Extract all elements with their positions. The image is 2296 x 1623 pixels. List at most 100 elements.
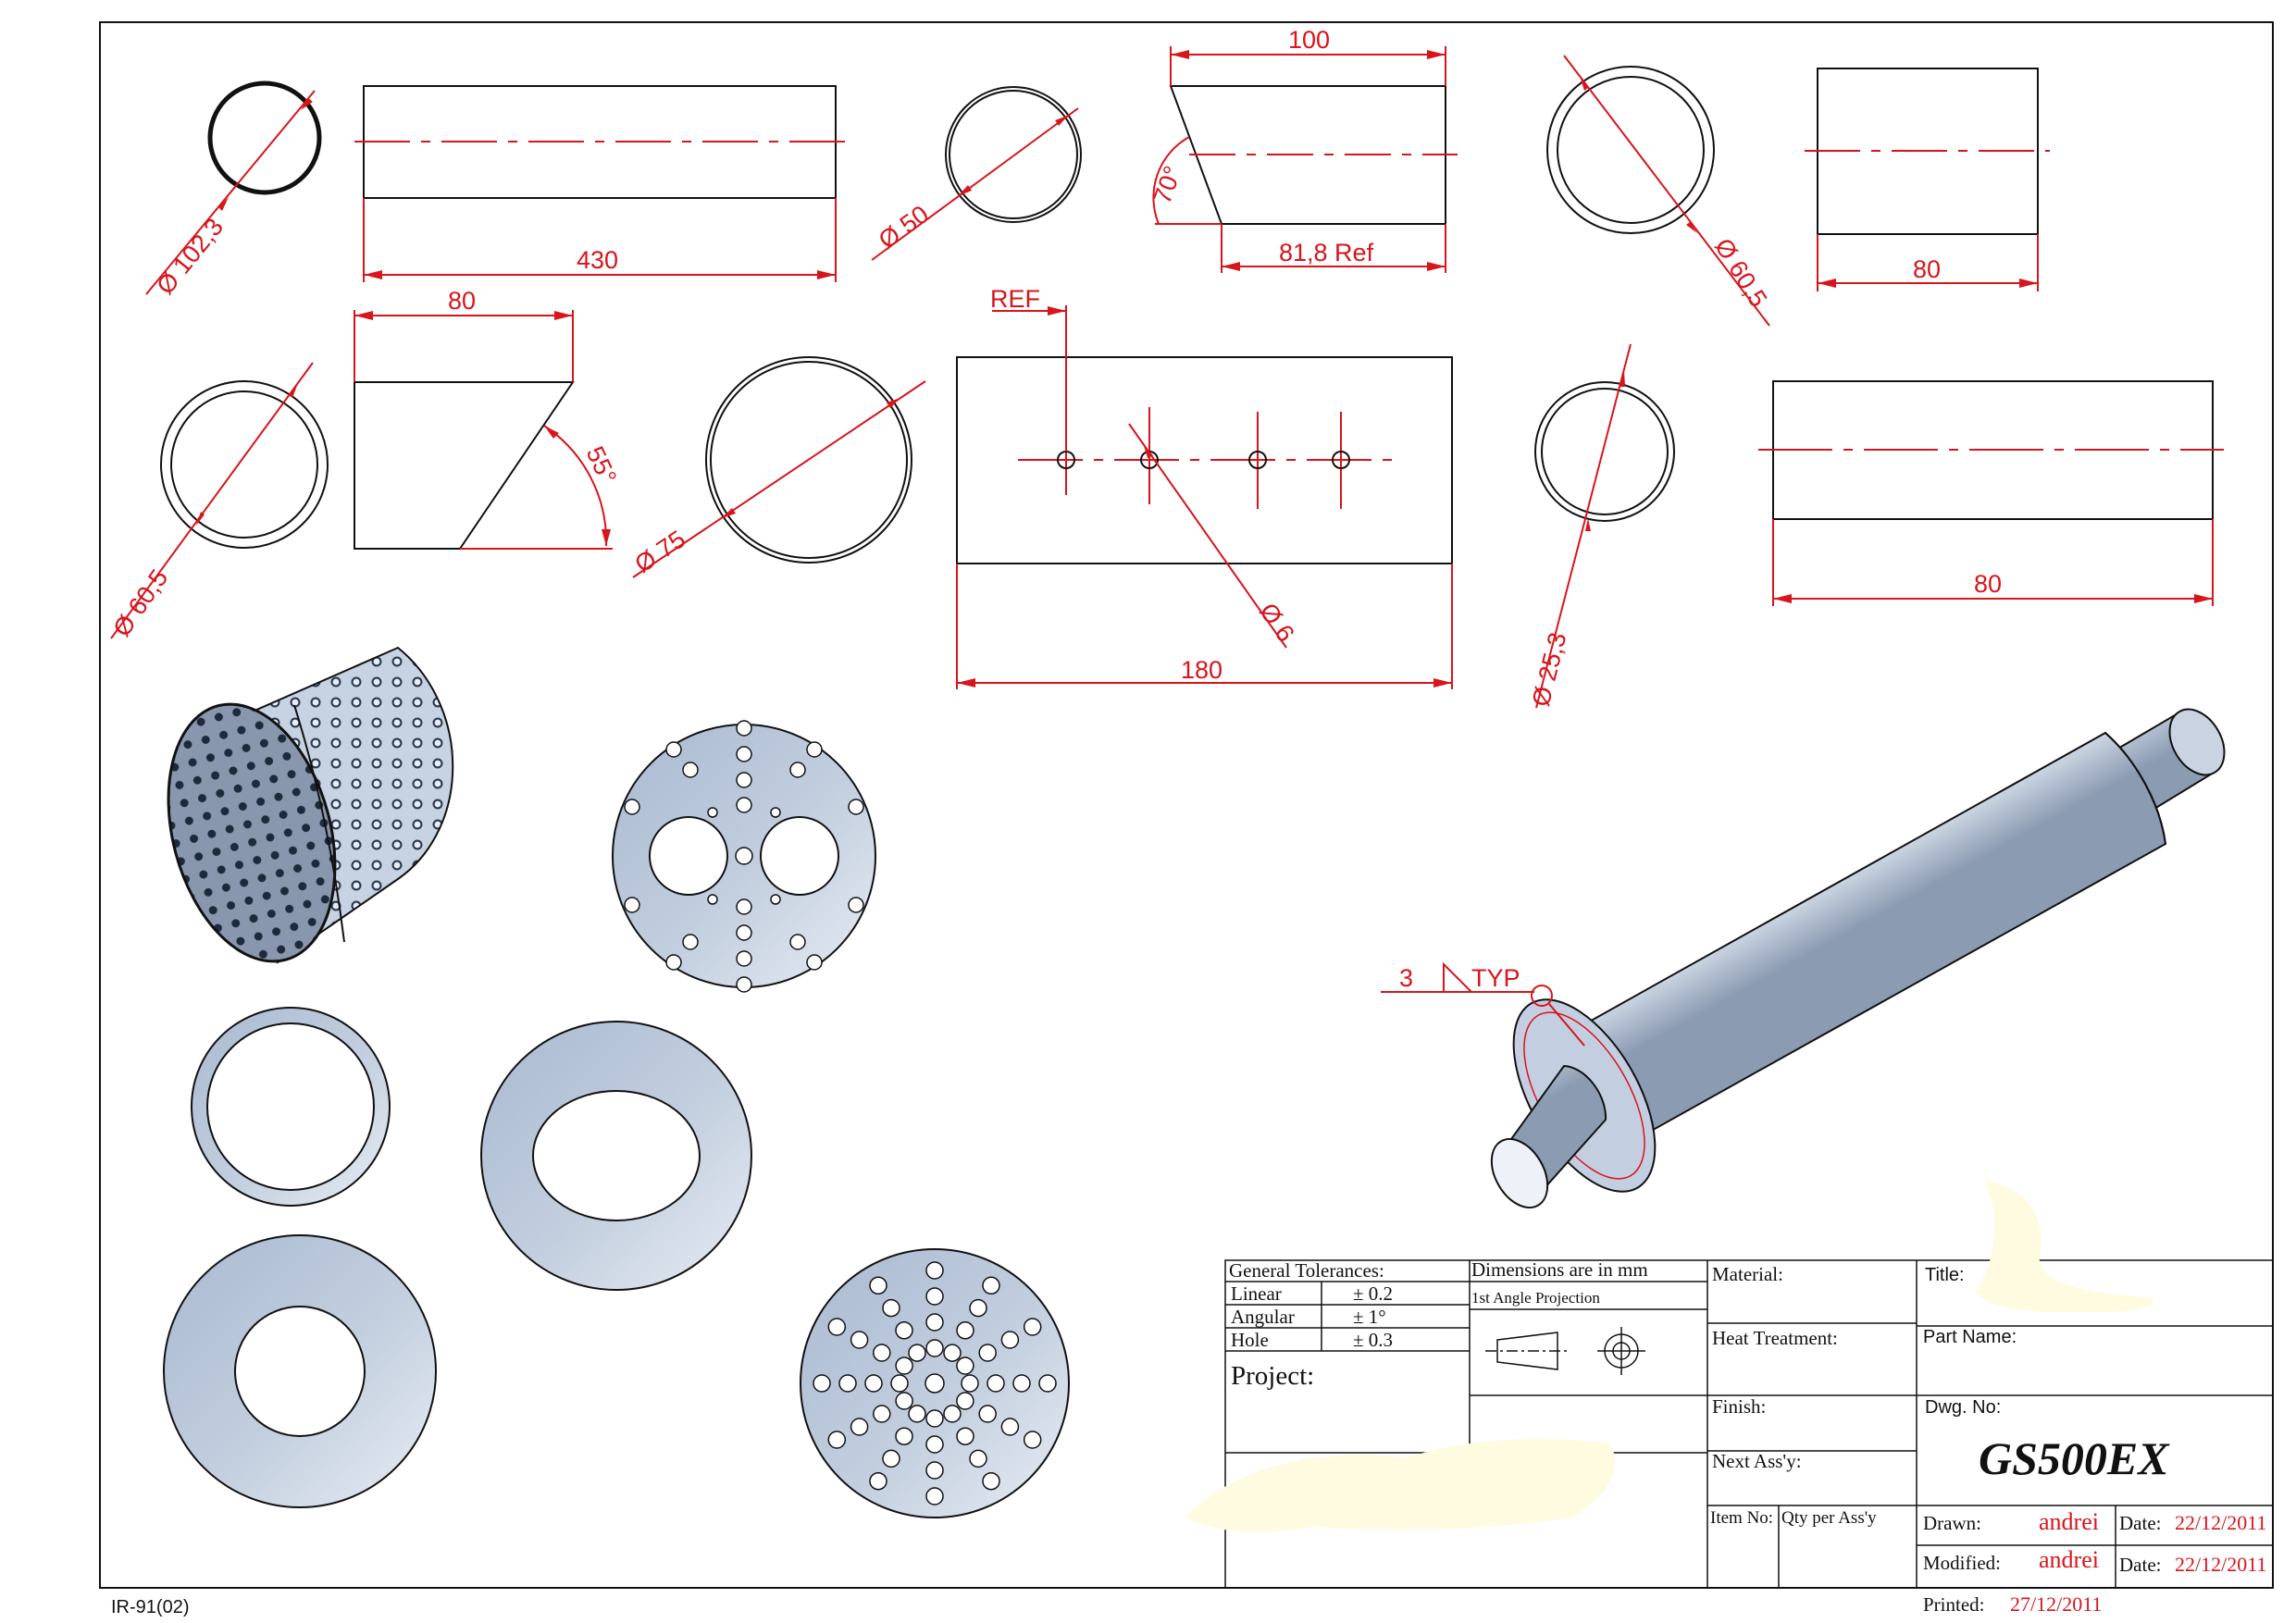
flange-ring-small-3d [191, 1007, 391, 1207]
dim-length-80-mid-left: 80 [448, 287, 476, 315]
general-tolerances-label: General Tolerances: [1229, 1259, 1384, 1282]
plate-hole [982, 1471, 1000, 1491]
washer-oval-hole-3d [480, 1021, 752, 1291]
plate-hole [869, 1276, 887, 1295]
dim-dia-25-3: Ø 25,3 [1527, 630, 1572, 710]
plate-hole [925, 1313, 944, 1332]
dim-dia-102-3: Ø 102,3 [151, 213, 229, 300]
drawn-by: andrei [2039, 1508, 2099, 1535]
dim-dia-75: Ø 75 [630, 525, 690, 578]
material-label: Material: [1712, 1263, 1783, 1285]
redacted-area [1185, 1180, 2153, 1532]
linear-value: ± 0.2 [1353, 1282, 1393, 1305]
plate-hole [925, 1339, 944, 1357]
baffle-plate-radial-holes-3d [800, 1248, 1070, 1518]
hole-value: ± 0.3 [1353, 1329, 1393, 1351]
projection-note: 1st Angle Projection [1471, 1289, 1600, 1307]
view-outlet-side: 80 55° [354, 287, 622, 550]
angular-value: ± 1° [1353, 1306, 1386, 1328]
plate-hole [1023, 1318, 1042, 1336]
plate-hole [838, 1374, 857, 1393]
view-inlet-end: Ø 50 [871, 86, 1082, 261]
linear-label: Linear [1231, 1282, 1282, 1305]
plate-hole [873, 1344, 891, 1362]
next-assy-label: Next Ass'y: [1712, 1450, 1802, 1472]
dim-angle-70: 70° [1148, 162, 1186, 207]
plate-hole [969, 1298, 987, 1318]
plate-hole [982, 1276, 1000, 1295]
printed-date: 27/12/2011 [2010, 1592, 2102, 1616]
dim-length-80-top-right: 80 [1913, 255, 1941, 283]
view-outlet-end: Ø 60,5 [107, 362, 329, 642]
plate-hole [987, 1374, 1005, 1393]
view-shell-mid-end: Ø 75 [630, 356, 926, 578]
dim-length-81-8-ref: 81,8 Ref [1279, 239, 1374, 266]
modified-date: 22/12/2011 [2175, 1553, 2266, 1576]
title-block [1224, 1259, 2274, 1589]
drawn-label: Drawn: [1923, 1512, 1981, 1534]
view-inner-tube-end: Ø 25,3 [1527, 343, 1675, 710]
view-perforated-sheet: REF Ø 6 180 [956, 285, 1453, 689]
washer-flat-3d [163, 1234, 437, 1508]
drawn-date-label: Date: [2119, 1512, 2161, 1534]
plate-hole [850, 1418, 869, 1436]
view-baffle-side-top: 80 [1805, 68, 2050, 291]
dim-length-430: 430 [577, 246, 618, 274]
modified-label: Modified: [1923, 1552, 2001, 1574]
plate-hole [978, 1405, 997, 1423]
plate-hole [895, 1321, 913, 1340]
plate-hole [1038, 1374, 1057, 1393]
plate-hole [956, 1321, 974, 1340]
dim-ref: REF [990, 285, 1040, 313]
title-label: Title: [1925, 1265, 1965, 1285]
project-label: Project: [1231, 1361, 1314, 1391]
plate-hole [925, 1409, 944, 1428]
weld-symbol: 3 TYP [1381, 961, 1585, 1047]
heat-treatment-label: Heat Treatment: [1712, 1327, 1838, 1349]
plate-hole [895, 1427, 913, 1445]
plate-hole [925, 1435, 944, 1454]
weld-size: 3 [1399, 964, 1413, 992]
dim-length-100: 100 [1288, 26, 1330, 54]
plate-hole [956, 1427, 974, 1445]
muffler-assembly-3d [1490, 708, 2226, 1208]
view-shell-end: Ø 102,3 [145, 81, 322, 300]
plate-hole [925, 1287, 944, 1306]
view-inner-tube-side: 80 [1758, 380, 2224, 606]
plate-hole [873, 1405, 891, 1423]
dimensions-note: Dimensions are in mm [1471, 1258, 1648, 1281]
plate-hole [925, 1487, 944, 1505]
plate-hole [890, 1374, 909, 1393]
plate-hole [869, 1471, 887, 1491]
form-code: IR-91(02) [111, 1597, 189, 1617]
plate-hole [882, 1449, 900, 1468]
plate-hole [908, 1405, 926, 1423]
qty-per-assy-label: Qty per Ass'y [1781, 1508, 1877, 1528]
dim-dia-6: Ø 6 [1254, 598, 1300, 647]
plate-hole [1000, 1331, 1020, 1349]
plate-hole [978, 1344, 997, 1362]
plate-hole [925, 1461, 944, 1480]
plate-hole [827, 1318, 847, 1336]
plate-hole [882, 1298, 900, 1318]
modified-date-label: Date: [2119, 1554, 2161, 1576]
finish-label: Finish: [1712, 1395, 1766, 1418]
plate-hole [908, 1344, 926, 1362]
dim-dia-60-5-mid: Ø 60,5 [107, 564, 173, 642]
dim-length-180: 180 [1181, 656, 1222, 684]
baffle-plate-large-holes-3d [612, 720, 876, 993]
plate-hole [813, 1374, 831, 1393]
plate-hole [925, 1373, 945, 1394]
plate-hole [864, 1374, 883, 1393]
dim-angle-55: 55° [581, 442, 622, 489]
plate-hole [925, 1261, 944, 1280]
plate-hole [895, 1357, 913, 1375]
plate-hole [943, 1405, 962, 1423]
dim-dia-50: Ø 50 [874, 200, 934, 254]
dwg-no-label: Dwg. No: [1925, 1397, 2001, 1418]
plate-hole [956, 1392, 974, 1410]
part-name-label: Part Name: [1923, 1327, 2017, 1347]
plate-hole [1012, 1374, 1031, 1393]
plate-hole [969, 1449, 987, 1468]
